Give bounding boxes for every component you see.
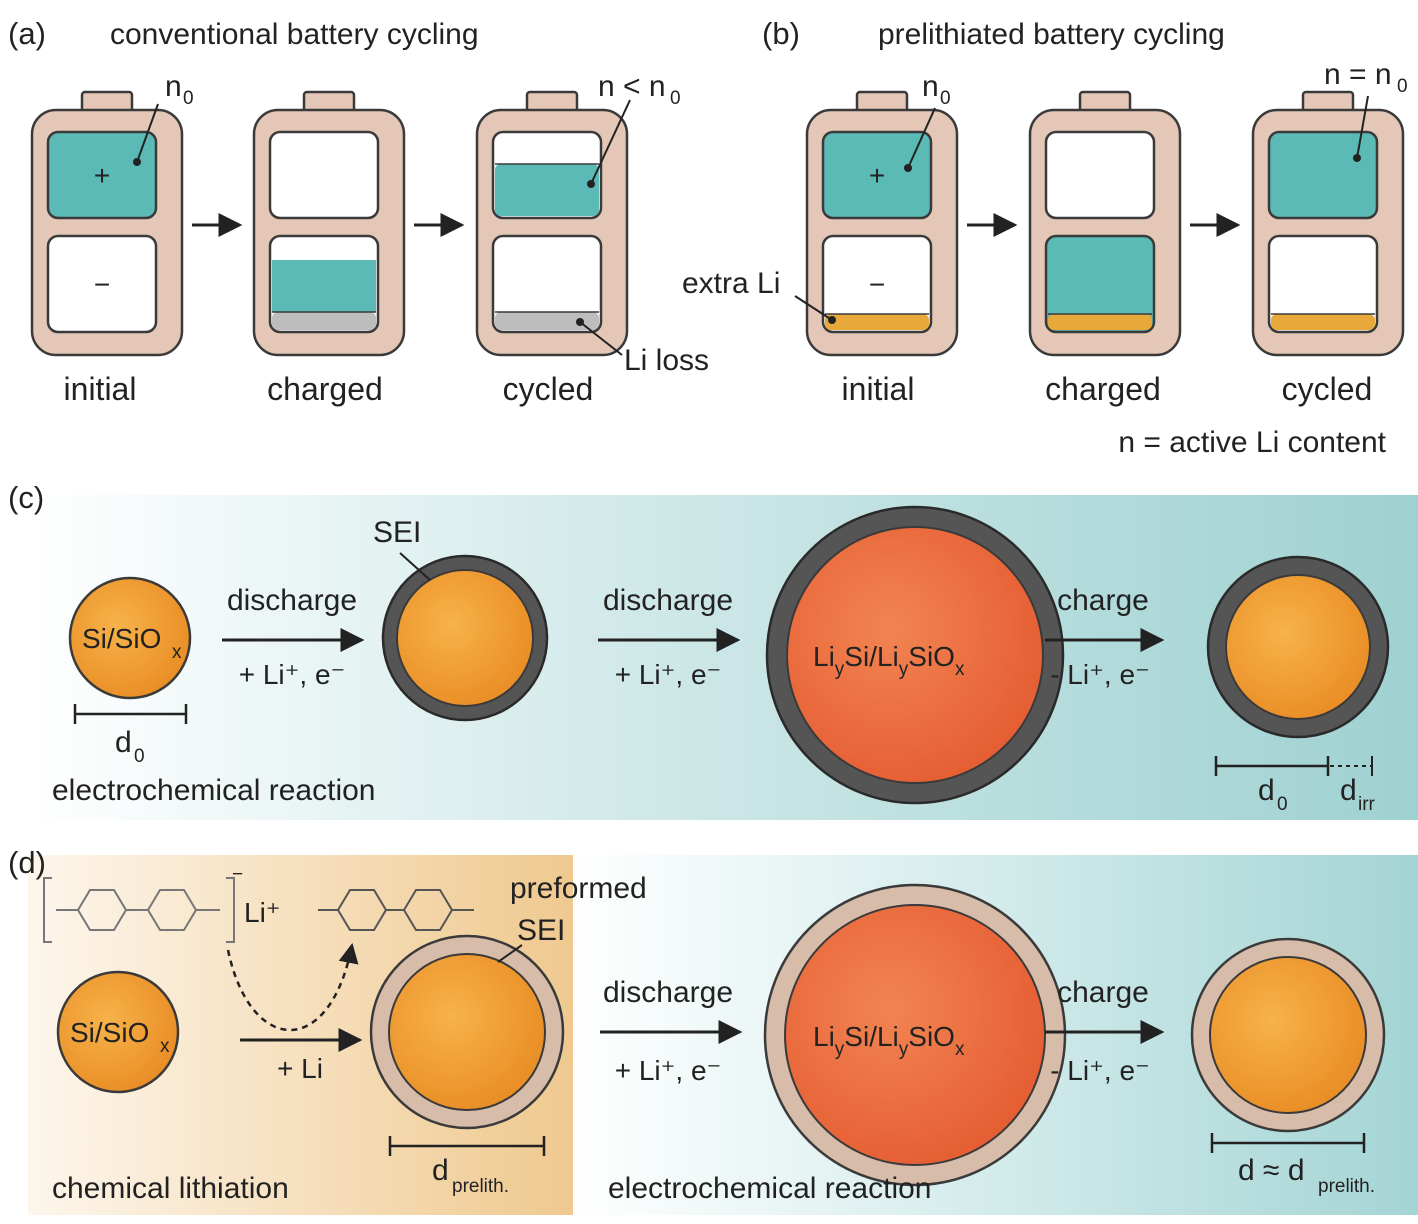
si-particle-d-label: Si/SiO — [70, 1017, 149, 1048]
svg-text:prelith.: prelith. — [1318, 1176, 1375, 1197]
n0-label: n — [922, 70, 939, 103]
legend-active-li: n = active Li content — [1118, 426, 1386, 459]
panel-d: (d) − Li⁺ Si/SiO x + Li — [8, 845, 1418, 1215]
panel-c-background — [28, 495, 1418, 820]
step-charge-d-sub: - Li⁺, e⁻ — [1050, 1055, 1150, 1086]
extra-li-label: extra Li — [682, 267, 780, 300]
d-approx-label: d ≈ d — [1238, 1154, 1305, 1187]
si-core — [396, 569, 534, 707]
lithiated-label-d: LiySi/LiySiOx — [813, 1021, 965, 1060]
li-plus-counterion: Li⁺ — [244, 897, 281, 928]
svg-text:0: 0 — [183, 88, 194, 109]
biphenyl-anion-structure — [43, 877, 235, 943]
d0-label: d — [115, 726, 132, 759]
battery-a-cycled: n < n 0 Li loss — [475, 70, 709, 377]
battery-b-charged — [1028, 90, 1182, 357]
plus-sign: + — [869, 160, 885, 191]
svg-text:x: x — [160, 1036, 170, 1057]
step-discharge-2-sub: + Li⁺, e⁻ — [615, 659, 722, 690]
prelith-core — [388, 953, 546, 1111]
svg-text:0: 0 — [670, 88, 681, 109]
svg-text:0: 0 — [940, 88, 951, 109]
n-less-n0-label: n < n — [598, 70, 666, 103]
battery-b-initial: + − n 0 extra Li — [682, 70, 959, 357]
state-label-initial: initial — [64, 371, 137, 407]
final-core-d — [1209, 956, 1367, 1114]
step-discharge-d-sub: + Li⁺, e⁻ — [615, 1055, 722, 1086]
panel-d-label: (d) — [8, 845, 46, 880]
step-discharge-1-sub: + Li⁺, e⁻ — [239, 659, 346, 690]
electrochemical-reaction-label-d: electrochemical reaction — [608, 1172, 931, 1205]
svg-text:0: 0 — [1397, 76, 1408, 97]
svg-text:0: 0 — [1277, 794, 1288, 815]
svg-text:irr: irr — [1358, 794, 1376, 815]
panel-b-label: (b) — [762, 16, 800, 51]
step-discharge-2: discharge — [603, 584, 733, 617]
step-charge-sub: - Li⁺, e⁻ — [1050, 659, 1150, 690]
step-charge: charge — [1057, 584, 1149, 617]
si-particle-label: Si/SiO — [82, 623, 161, 654]
battery-b-cycled: n = n 0 — [1251, 58, 1408, 357]
chemical-lithiation-label: chemical lithiation — [52, 1172, 289, 1205]
anion-charge-sign: − — [232, 864, 243, 885]
svg-text:x: x — [172, 642, 182, 663]
step-discharge-1: discharge — [227, 584, 357, 617]
si-particle-d — [56, 970, 180, 1094]
si-particle — [68, 576, 192, 700]
state-label-charged-b: charged — [1045, 371, 1161, 407]
panel-c-label: (c) — [8, 480, 44, 515]
step-li-sub: + Li — [277, 1053, 323, 1084]
d0-final-label: d — [1258, 774, 1275, 807]
battery-a-initial: + − n 0 — [30, 70, 194, 357]
final-core — [1225, 574, 1371, 720]
panel-b: (b) prelithiated battery cycling + − n 0… — [682, 16, 1408, 459]
panel-c-bottom-label: electrochemical reaction — [52, 774, 375, 807]
electron-transfer-arrow — [226, 943, 359, 1032]
minus-sign: − — [94, 269, 110, 300]
svg-text:prelith.: prelith. — [452, 1176, 509, 1197]
panel-b-title: prelithiated battery cycling — [878, 18, 1225, 51]
step-charge-d: charge — [1057, 976, 1149, 1009]
dirr-label: d — [1340, 774, 1357, 807]
minus-sign: − — [869, 269, 885, 300]
lithiated-core-d — [784, 904, 1046, 1166]
lithiated-label: LiySi/LiySiOx — [813, 641, 965, 680]
dprelith-label: d — [432, 1154, 449, 1187]
plus-sign: + — [94, 160, 110, 191]
biphenyl-neutral-structure — [318, 889, 474, 931]
preformed-label: preformed — [510, 872, 647, 905]
panel-a: (a) conventional battery cycling + − n 0… — [8, 16, 709, 407]
state-label-cycled: cycled — [503, 371, 594, 407]
n-equals-n0-label: n = n — [1324, 58, 1392, 91]
lithiated-core — [786, 526, 1044, 784]
battery-a-charged — [252, 90, 406, 357]
panel-a-label: (a) — [8, 16, 46, 51]
step-discharge-d: discharge — [603, 976, 733, 1009]
svg-text:0: 0 — [134, 746, 145, 767]
state-label-initial-b: initial — [842, 371, 915, 407]
n0-label: n — [165, 70, 182, 103]
state-label-charged: charged — [267, 371, 383, 407]
state-label-cycled-b: cycled — [1282, 371, 1373, 407]
li-loss-label: Li loss — [624, 344, 709, 377]
panel-a-title: conventional battery cycling — [110, 18, 479, 51]
sei-label: SEI — [373, 516, 421, 549]
preformed-sei-label: SEI — [517, 914, 565, 947]
panel-c: (c) Si/SiO x d 0 electrochemical reactio… — [8, 480, 1418, 820]
